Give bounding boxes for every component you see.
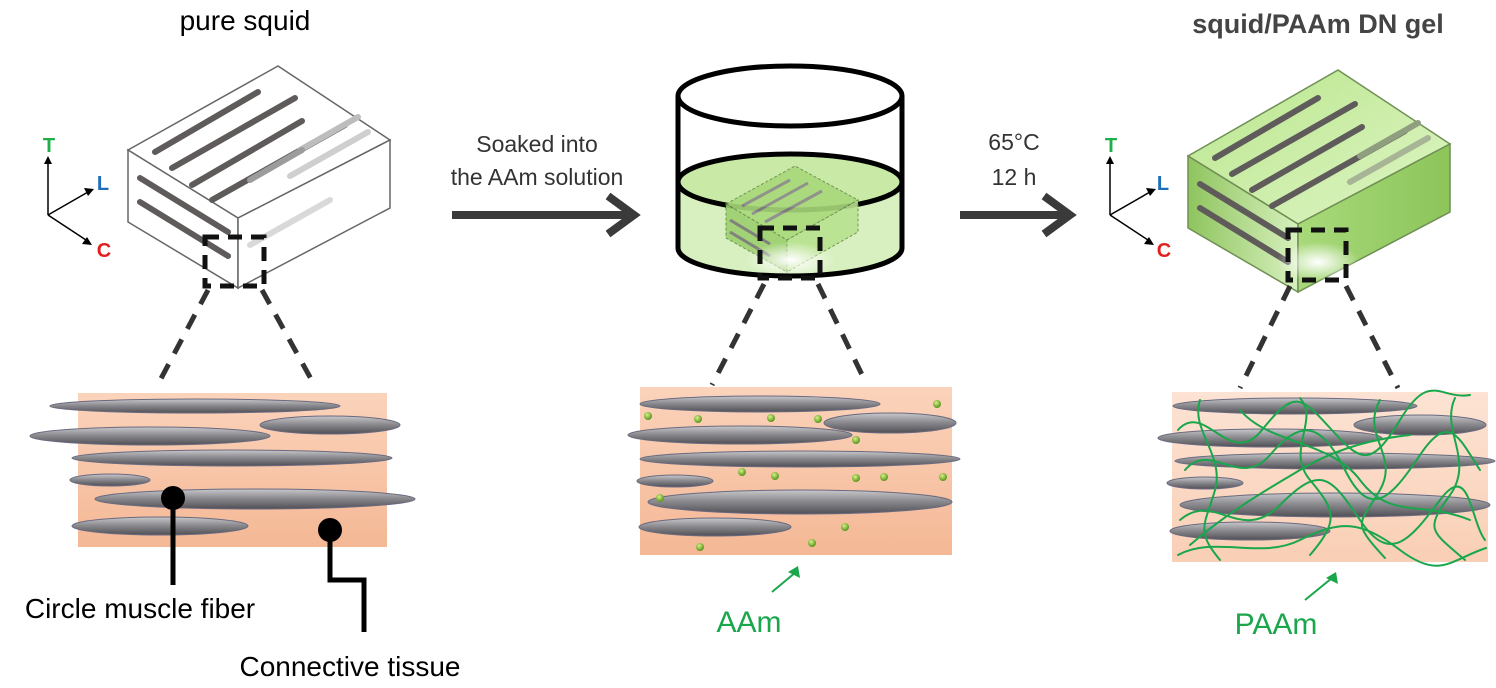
zoom-line-right-a <box>1237 284 1293 390</box>
zoom-line-mid-b <box>815 282 869 385</box>
label-aam: AAm <box>716 606 781 639</box>
zoom-line-right-b <box>1343 284 1401 390</box>
step1-text-line2: the AAm solution <box>451 164 624 190</box>
axes-left: T L C <box>43 135 111 262</box>
fiber-stripes-top <box>152 89 371 203</box>
pure-squid-block <box>126 65 392 390</box>
title-dn-gel: squid/PAAm DN gel <box>1192 9 1444 39</box>
zoom-box-left <box>202 234 267 289</box>
axis-t-left: T <box>43 135 55 157</box>
zoom-line-left-a <box>153 288 211 390</box>
axes-right: T L C <box>1105 135 1171 262</box>
dn-gel-block <box>1186 69 1452 390</box>
arrow-step2 <box>960 192 1077 238</box>
axis-l-left: L <box>97 173 109 195</box>
title-pure-squid: pure squid <box>180 5 311 36</box>
axis-l-right: L <box>1157 173 1169 195</box>
beaker <box>675 63 905 387</box>
step1-text-line1: Soaked into <box>476 131 597 157</box>
step2-text-line1: 65°C <box>988 129 1039 155</box>
paam-pointer-arrow <box>1304 572 1338 601</box>
arrow-step1 <box>452 192 641 238</box>
zoom-line-left-b <box>259 288 319 390</box>
zoom-box-middle <box>757 225 823 281</box>
zoom-panel-pure-squid <box>29 393 416 632</box>
label-connective-tissue: Connective tissue <box>239 651 460 682</box>
axis-c-left: C <box>97 240 111 262</box>
zoom-panel-paam <box>1157 389 1496 567</box>
paam-network <box>1177 389 1487 567</box>
zoom-line-mid-a <box>709 282 767 387</box>
label-paam: PAAm <box>1235 608 1318 641</box>
aam-pointer-arrow <box>771 566 800 593</box>
label-circle-muscle-fiber: Circle muscle fiber <box>25 593 255 624</box>
zoom-box-right <box>1285 227 1349 283</box>
aam-monomer-dots <box>644 400 947 551</box>
zoom-panel-aam <box>627 387 961 555</box>
axis-t-right: T <box>1105 135 1117 157</box>
step2-text-line2: 12 h <box>992 164 1037 190</box>
axis-c-right: C <box>1157 240 1171 262</box>
